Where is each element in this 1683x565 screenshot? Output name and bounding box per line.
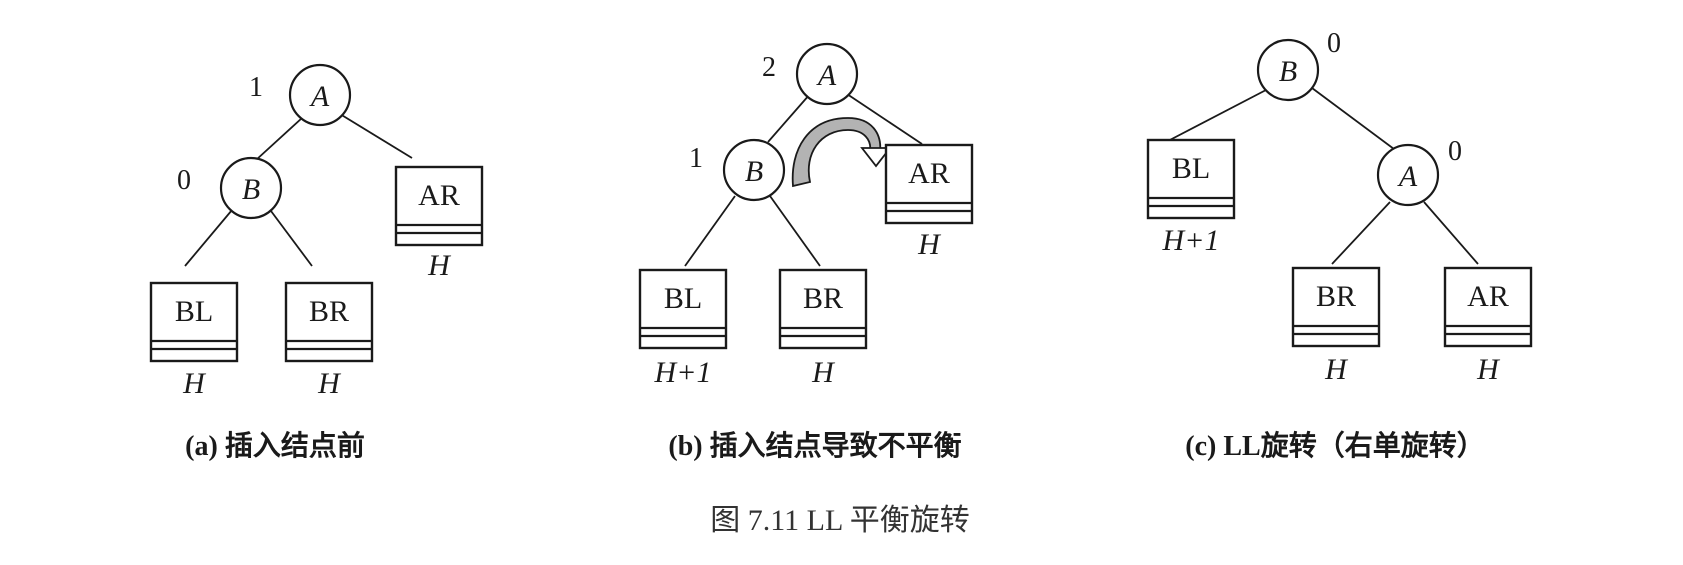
edge-a-b: [255, 117, 303, 161]
subtree-label: AR: [1467, 280, 1509, 313]
node-label: B: [745, 155, 763, 188]
tree-node-a: [288, 63, 352, 127]
subtree-label: BR: [803, 282, 843, 315]
edge-b-bl: [684, 195, 736, 267]
subtree-height: H: [917, 228, 942, 261]
edge-b-bl: [184, 209, 233, 267]
balance-factor: 2: [762, 52, 776, 83]
panel-caption: (a) 插入结点前: [185, 429, 365, 462]
panel-caption: (b) 插入结点导致不平衡: [668, 430, 961, 462]
panel-caption: (c) LL旋转（右单旋转）: [1185, 429, 1484, 462]
subtree-height: H: [427, 249, 452, 282]
arrow-head-icon: [860, 147, 892, 168]
tree-node-b: [722, 138, 786, 202]
subtree-label: AR: [908, 157, 950, 190]
edge-b-a: [1311, 87, 1399, 153]
panel-c: B 0 A 0 BL H+1 BR H AR H (c) LL旋转（右单旋转）: [1146, 28, 1533, 462]
balance-factor: 0: [1327, 28, 1341, 59]
edge-a-br: [1331, 201, 1391, 265]
panel-a: A 1 B 0 AR H BL H BR H (a) 插入结点前: [149, 63, 484, 462]
subtree-label: BR: [309, 295, 349, 328]
balance-factor: 1: [689, 143, 703, 174]
node-label: A: [309, 80, 330, 113]
tree-node-a: [795, 42, 859, 106]
node-label: B: [242, 173, 260, 206]
subtree-label: BL: [1172, 152, 1210, 185]
node-label: A: [816, 59, 837, 92]
subtree-height: H: [1324, 353, 1349, 386]
subtree-height: H: [317, 367, 342, 400]
balance-factor: 1: [249, 72, 263, 103]
subtree-height: H: [1476, 353, 1501, 386]
subtree-label: AR: [418, 179, 460, 212]
balance-factor: 0: [177, 165, 191, 196]
subtree-height: H: [811, 356, 836, 389]
figure-title: 图 7.11 LL 平衡旋转: [710, 504, 969, 537]
subtree-height: H+1: [1162, 224, 1220, 257]
tree-node-b: [219, 156, 283, 220]
balance-factor: 0: [1448, 136, 1462, 167]
subtree-height: H: [182, 367, 207, 400]
subtree-label: BL: [175, 295, 213, 328]
node-label: B: [1279, 55, 1297, 88]
edge-b-br: [267, 206, 313, 267]
tree-node-a: [1376, 143, 1440, 207]
subtree-height: H+1: [654, 356, 712, 389]
subtree-label: BL: [664, 282, 702, 315]
edge-a-b: [767, 93, 811, 143]
node-label: A: [1397, 160, 1418, 193]
subtree-label: BR: [1316, 280, 1356, 313]
edge-b-bl: [1165, 89, 1267, 143]
edge-b-br: [769, 195, 821, 267]
panel-b: A 2 B 1 AR H BL H+1 BR H (b) 插入结点导致不平衡: [638, 42, 974, 462]
edge-a-ar: [843, 91, 923, 145]
edge-a-ar: [1423, 201, 1479, 265]
tree-node-b: [1256, 38, 1320, 102]
edge-a-ar: [339, 113, 413, 159]
